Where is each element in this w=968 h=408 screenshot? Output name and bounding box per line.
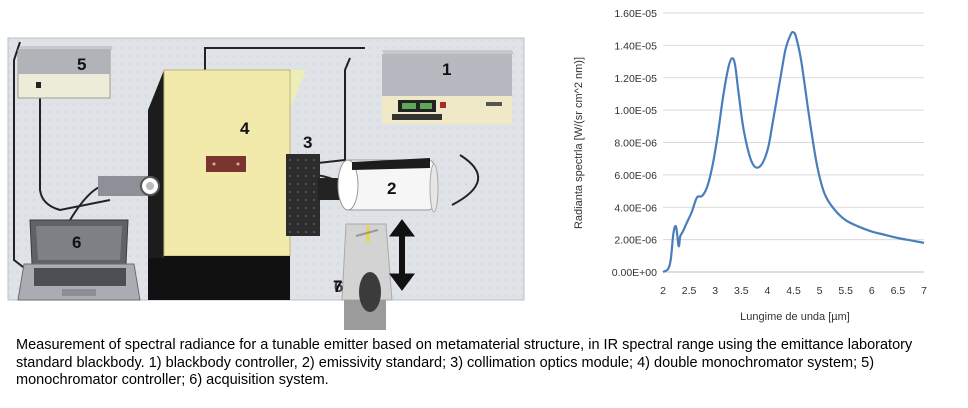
monochromator-controller <box>17 46 112 99</box>
y-axis-label: Radianta spectrla [W/(sr cm^2 nm)] <box>573 57 585 229</box>
x-tick-label: 6 <box>869 285 875 297</box>
translation-arrow <box>389 219 415 291</box>
y-tick-label: 1.40E-05 <box>614 40 657 52</box>
emissivity-standard <box>337 158 439 213</box>
x-tick-label: 6.5 <box>891 285 906 297</box>
label-4: 4 <box>240 119 250 138</box>
y-tick-label: 2.00E-06 <box>614 235 657 247</box>
x-tick-label: 3.5 <box>734 285 749 297</box>
label-6-overlap: 6 <box>334 277 343 296</box>
label-3: 3 <box>303 133 312 152</box>
label-5: 5 <box>77 55 86 74</box>
x-tick-label: 5.5 <box>838 285 853 297</box>
x-axis-label: Lungime de unda [µm] <box>740 311 850 323</box>
series-line-radiance <box>662 30 925 273</box>
y-tick-label: 1.00E-05 <box>614 105 657 117</box>
blackbody-controller <box>382 50 514 124</box>
x-tick-label: 2 <box>660 285 666 297</box>
label-1: 1 <box>442 60 451 79</box>
y-tick-label: 8.00E-06 <box>614 138 657 150</box>
label-7: 7 <box>333 277 342 296</box>
x-tick-label: 2.5 <box>682 285 697 297</box>
y-tick-label: 1.60E-05 <box>614 8 657 20</box>
label-6: 6 <box>72 233 81 252</box>
setup-illustration: 1 2 3 4 5 6 7 6 <box>7 37 525 330</box>
collimation-optics <box>286 154 346 236</box>
x-tick-label: 7 <box>921 285 927 297</box>
y-tick-label: 4.00E-06 <box>614 202 657 214</box>
double-monochromator <box>148 69 306 300</box>
acquisition-laptop <box>17 219 141 301</box>
y-tick-label: 0.00E+00 <box>612 267 657 279</box>
emitter-holder <box>341 223 393 330</box>
x-tick-label: 3 <box>712 285 718 297</box>
radiance-chart: 0.00E+00 2.00E-06 4.00E-06 6.00E-06 8.00E-06… <box>573 8 927 323</box>
label-2: 2 <box>387 179 396 198</box>
x-tick-label: 4 <box>764 285 770 297</box>
y-tick-label: 6.00E-06 <box>614 170 657 182</box>
figure-caption: Measurement of spectral radiance for a t… <box>16 337 913 388</box>
x-tick-label: 4.5 <box>786 285 801 297</box>
x-tick-label: 5 <box>817 285 823 297</box>
y-tick-label: 1.20E-05 <box>614 73 657 85</box>
lens-tube <box>98 176 160 196</box>
